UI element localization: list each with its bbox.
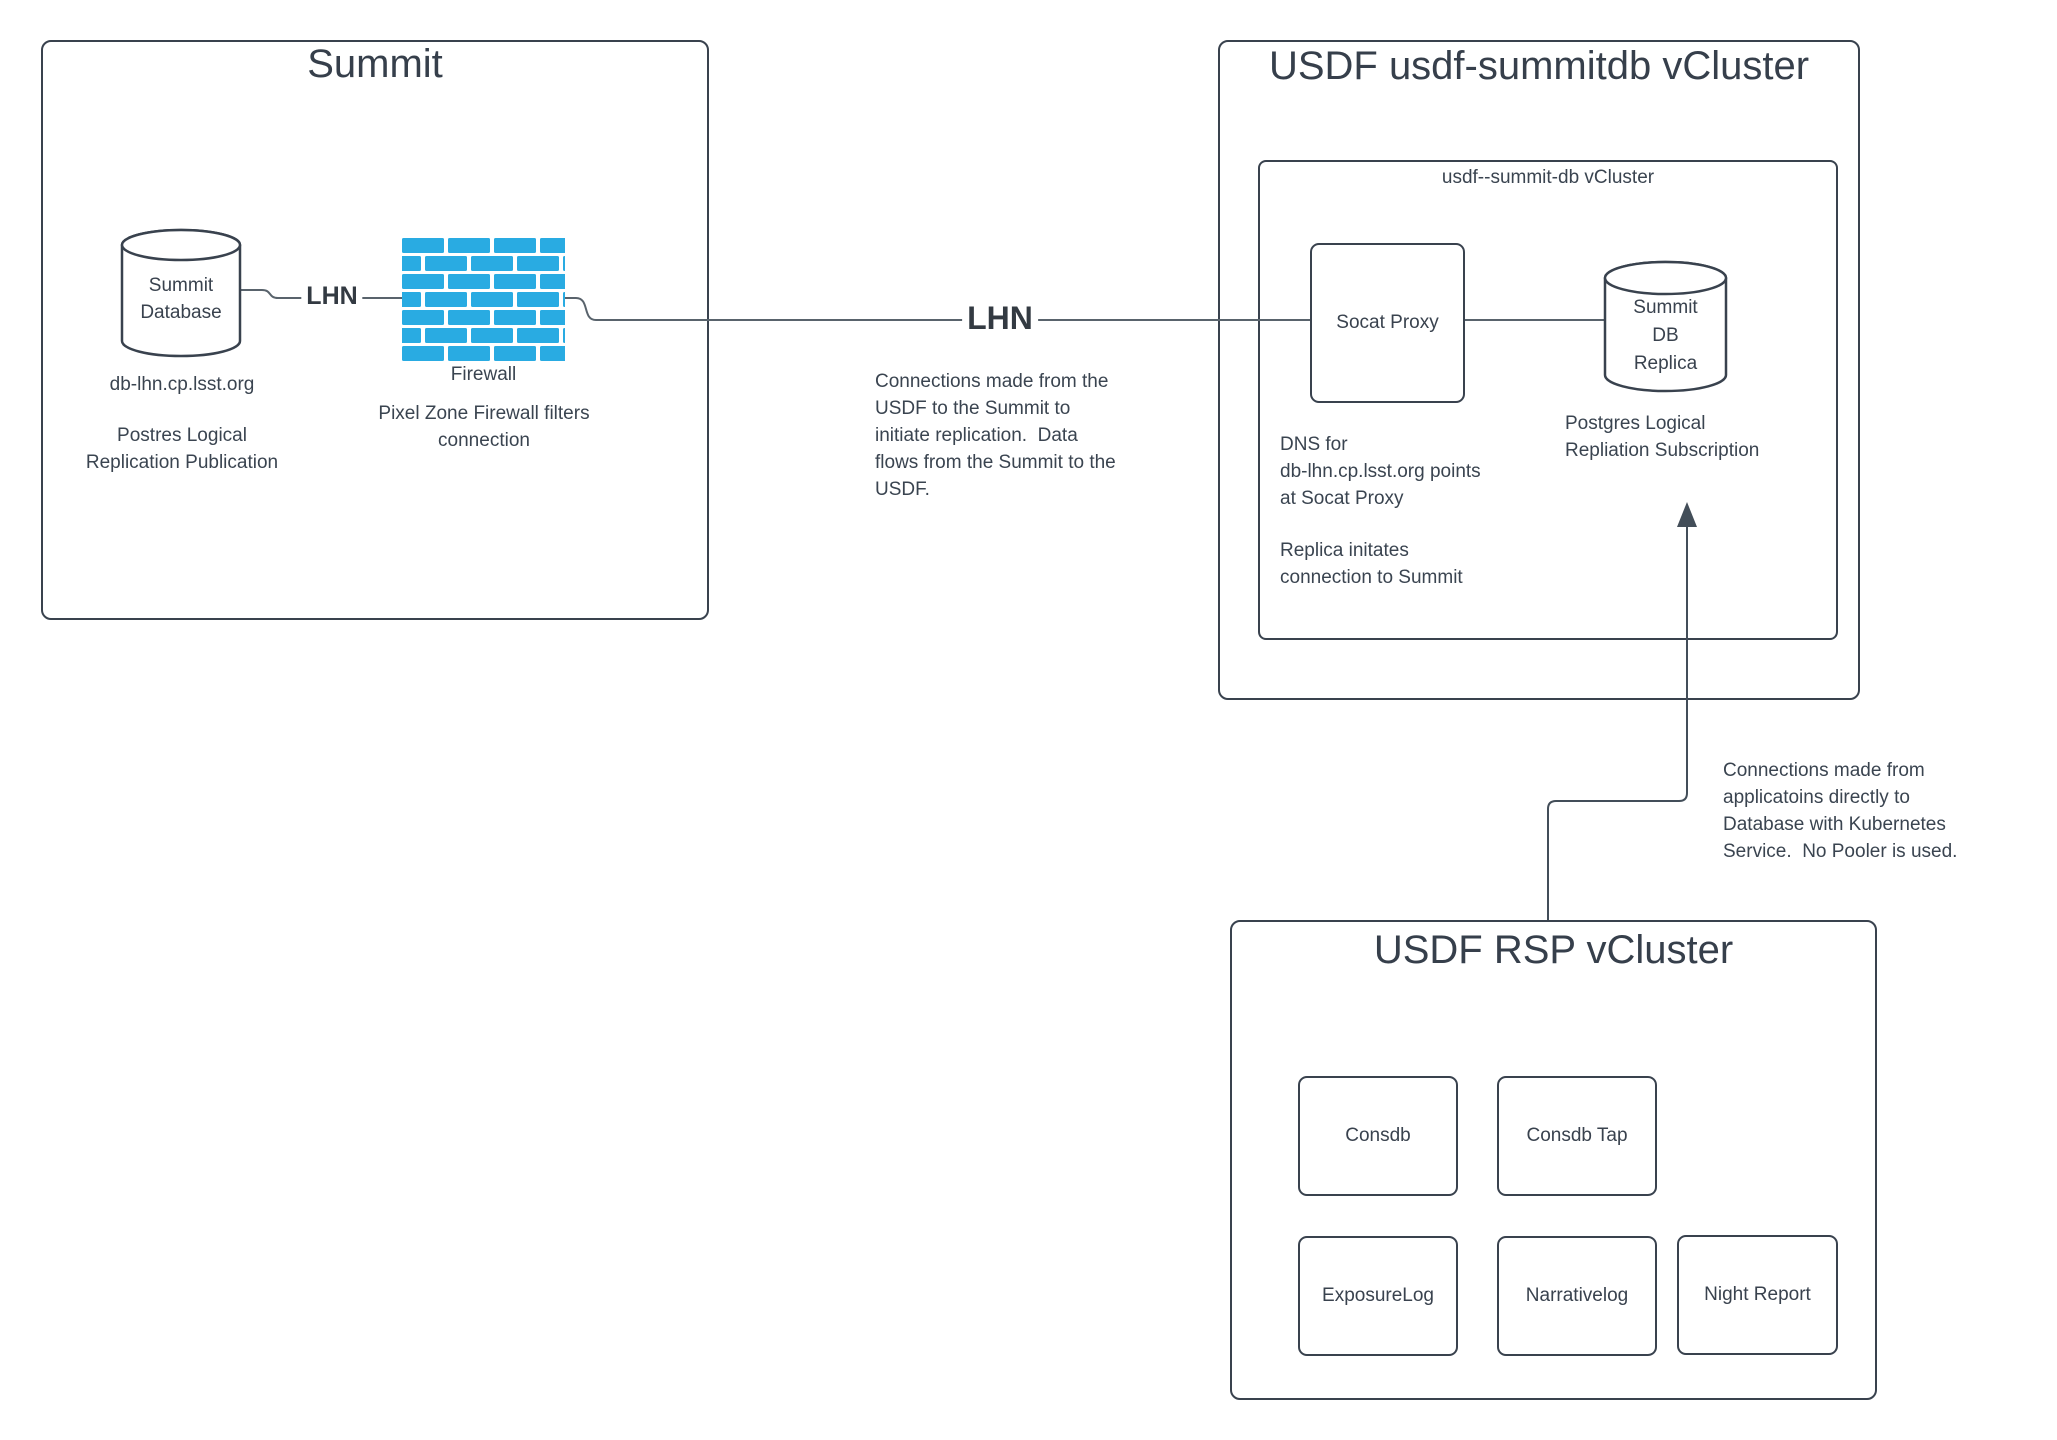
summit-database-hostname: db-lhn.cp.lsst.org [109, 374, 255, 395]
database-cylinder-icon [120, 228, 242, 358]
exposurelog-node: ExposureLog [1298, 1236, 1458, 1356]
database-cylinder-icon [1603, 260, 1728, 393]
summit-database-caption: Postres Logical Replication Publication [85, 425, 279, 473]
usdf-summit-db-inner-title: usdf--summit-db vCluster [1441, 167, 1655, 188]
summitdb-to-firewall-line [241, 289, 403, 299]
firewall-caption: Pixel Zone Firewall filters connection [378, 403, 590, 451]
firewall-icon [402, 238, 565, 362]
exposurelog-label: ExposureLog [1322, 1285, 1434, 1306]
lhn-label-wan: LHN [962, 300, 1038, 337]
replica-note: Replica initates connection to Summit [1280, 540, 1463, 588]
rsp-to-replica-arrow-line [1547, 522, 1688, 920]
lhn-label-summit: LHN [301, 282, 363, 311]
firewall-label: Firewall [450, 364, 517, 385]
firewall-to-socat-line [564, 297, 1311, 321]
usdf-summitdb-title: USDF usdf-summitdb vCluster [1268, 44, 1810, 88]
narrativelog-node: Narrativelog [1497, 1236, 1657, 1356]
night-report-label: Night Report [1704, 1284, 1811, 1305]
replica-subscription-caption: Postgres Logical Repliation Subscription [1565, 413, 1760, 461]
summit-db-replica-label: Summit DB Replica [1633, 297, 1698, 374]
consdb-node: Consdb [1298, 1076, 1458, 1196]
summit-database-label: Summit Database [140, 275, 222, 323]
night-report-node: Night Report [1677, 1235, 1838, 1355]
rsp-annotation: Connections made from applicatoins direc… [1723, 760, 1958, 862]
socat-proxy-node: Socat Proxy [1310, 243, 1465, 403]
dns-note: DNS for db-lhn.cp.lsst.org points at Soc… [1280, 434, 1481, 509]
wan-annotation: Connections made from the USDF to the Su… [875, 371, 1116, 500]
consdb-tap-label: Consdb Tap [1526, 1125, 1628, 1146]
usdf-rsp-title: USDF RSP vCluster [1373, 928, 1734, 972]
socat-proxy-label: Socat Proxy [1336, 312, 1439, 333]
consdb-label: Consdb [1345, 1125, 1411, 1146]
arrow-up-icon [1677, 502, 1697, 527]
narrativelog-label: Narrativelog [1525, 1285, 1629, 1306]
summit-title: Summit [307, 42, 443, 86]
consdb-tap-node: Consdb Tap [1497, 1076, 1657, 1196]
